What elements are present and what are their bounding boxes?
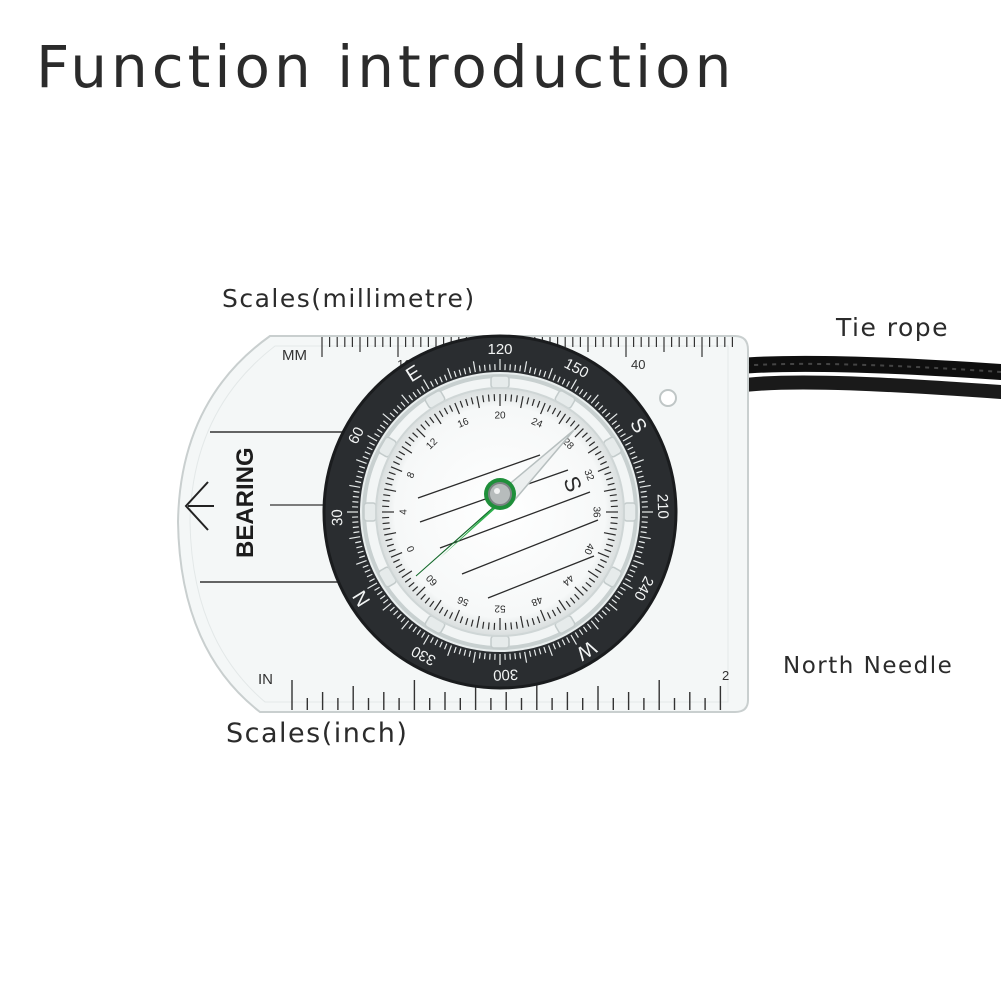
label-tie-rope: Tie rope: [836, 313, 950, 342]
mm-number-40: 40: [631, 357, 645, 372]
page-title: Function introduction: [36, 33, 736, 101]
dial-number: 56: [456, 593, 471, 608]
north-needle-icon: [415, 429, 575, 577]
dial-number: 36: [590, 506, 601, 518]
bezel-number: 60: [345, 424, 368, 447]
dial-number: 32: [581, 468, 596, 483]
dial-number: 24: [529, 416, 544, 431]
inch-unit-mark: IN: [258, 671, 273, 688]
dial-number: 0: [405, 544, 417, 554]
bezel-number: 30: [329, 509, 347, 526]
label-mm-scale: Scales(millimetre): [222, 284, 476, 313]
bezel-number: 120: [487, 341, 512, 358]
label-inch-scale: Scales(inch): [226, 718, 409, 749]
dial-number: 20: [494, 411, 506, 422]
bezel-number: 300: [493, 666, 519, 684]
dial-number: 48: [529, 593, 544, 608]
mm-unit-mark: MM: [282, 347, 307, 364]
dial-number: 8: [405, 470, 417, 480]
label-north-needle: North Needle: [783, 653, 954, 679]
bearing-mark: BEARING: [232, 447, 259, 558]
bearing-arrow-icon: [184, 481, 214, 531]
dial-number: 40: [581, 541, 596, 556]
dial-number: 4: [399, 509, 410, 515]
bezel-number: 210: [654, 494, 672, 520]
inch-number-2: 2: [722, 668, 729, 683]
dial-number: 52: [494, 602, 506, 613]
dial-number: 16: [456, 416, 471, 431]
